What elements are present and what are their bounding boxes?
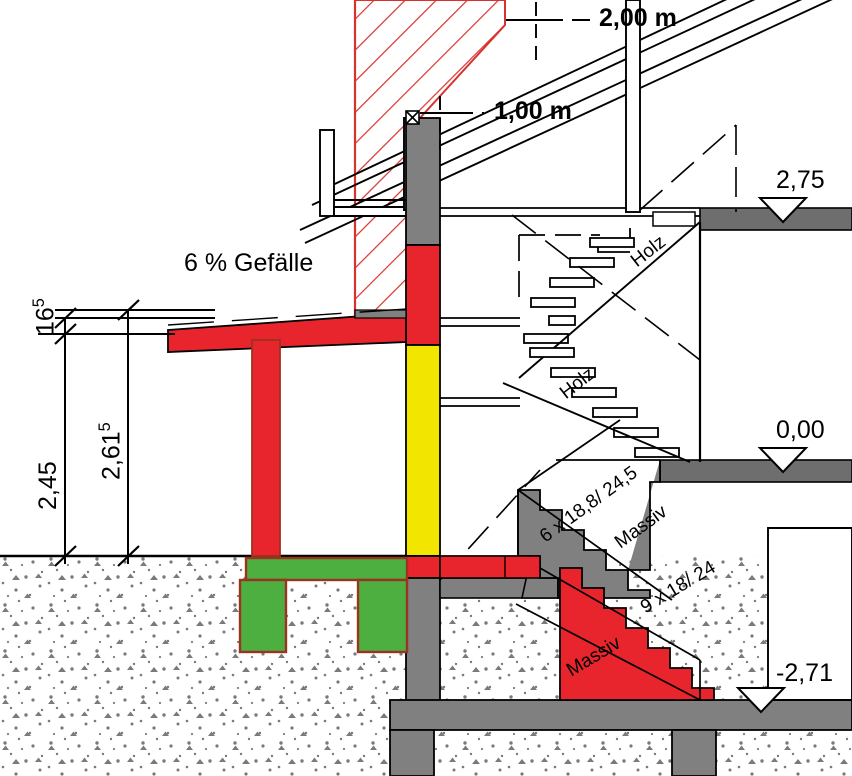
ground-floor-slab-000 — [556, 459, 852, 483]
dimension-245-value: 2,45 — [34, 461, 62, 510]
green-foundation — [238, 556, 409, 654]
level-triangle-000 — [757, 447, 809, 474]
vertical-post-upper — [625, 0, 641, 213]
level-label-275: 2,75 — [776, 166, 825, 194]
massive-stair-middle — [517, 419, 673, 601]
dimension-2615-sup: 5 — [96, 422, 114, 432]
basement-wall-opening — [767, 527, 852, 701]
misc-construction-lines — [440, 317, 520, 407]
level-label-000: 0,00 — [776, 416, 825, 444]
dimension-165: 165 — [30, 298, 60, 335]
dimension-245: 2,45 — [34, 461, 63, 510]
head-height-1m-label: 1,00 m — [494, 97, 572, 125]
level-label-minus-271: -2,71 — [776, 659, 833, 687]
dimension-chain-left — [38, 299, 215, 567]
red-support-column — [251, 339, 281, 557]
level-triangle-275 — [757, 197, 809, 224]
basement-floor-slab — [389, 699, 852, 776]
stair-landing-red — [439, 555, 541, 579]
central-column — [405, 110, 441, 721]
wooden-stair-lower-flight — [502, 222, 702, 463]
dimension-2615: 2,615 — [96, 422, 126, 480]
level-markers — [735, 197, 809, 714]
sloped-red-beam — [167, 308, 407, 353]
dimension-2615-value: 2,61 — [97, 431, 126, 480]
slope-label: 6 % Gefälle — [184, 249, 314, 277]
massive-stair-lower-red — [515, 567, 715, 701]
level-triangle-minus271 — [735, 687, 787, 714]
dimension-165-value: 16 — [31, 307, 60, 335]
head-height-leaders — [420, 2, 590, 150]
dimension-165-sup: 5 — [30, 298, 48, 308]
head-height-2m-label: 2,00 m — [599, 4, 677, 32]
